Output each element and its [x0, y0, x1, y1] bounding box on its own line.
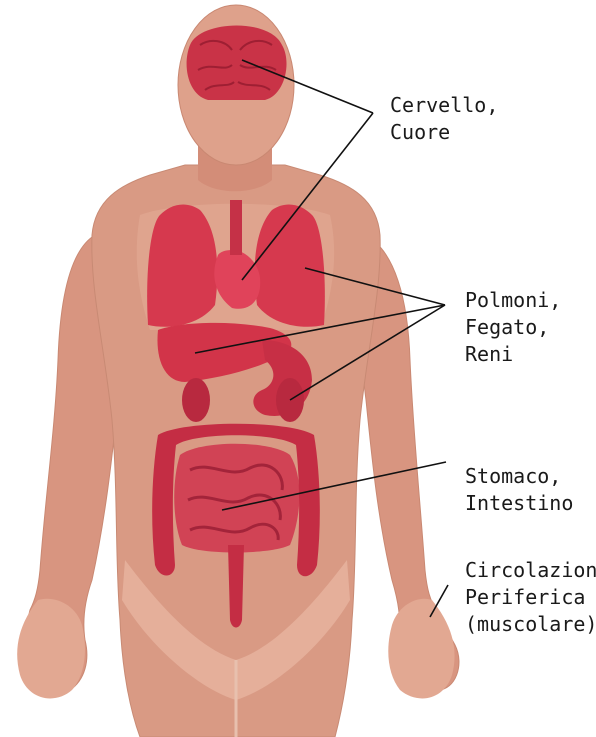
label-lungs-line1: Polmoni, [465, 287, 561, 314]
label-lungs-liver-kidneys: Polmoni, Fegato, Reni [465, 287, 561, 368]
left-lung-organ [147, 205, 217, 327]
label-lungs-line2: Fegato, [465, 314, 561, 341]
label-peripheral-circulation: Circolazione Periferica (muscolare) [465, 557, 596, 638]
label-brain-heart-line2: Cuore [390, 119, 498, 146]
trachea [230, 200, 242, 255]
label-stomach-line1: Stomaco, [465, 463, 573, 490]
label-stomach-line2: Intestino [465, 490, 573, 517]
right-hand [388, 599, 454, 699]
right-lung-organ [255, 205, 325, 327]
label-peripheral-line3: (muscolare) [465, 611, 596, 638]
label-stomach-intestine: Stomaco, Intestino [465, 463, 573, 517]
kidney-left [182, 378, 210, 422]
label-brain-heart-line1: Cervello, [390, 92, 498, 119]
brain-organ [187, 25, 287, 100]
rectum [228, 545, 244, 628]
label-peripheral-line2: Periferica [465, 584, 596, 611]
label-brain-heart: Cervello, Cuore [390, 92, 498, 146]
label-lungs-line3: Reni [465, 341, 561, 368]
label-peripheral-line1: Circolazione [465, 557, 596, 584]
left-hand [17, 599, 85, 699]
